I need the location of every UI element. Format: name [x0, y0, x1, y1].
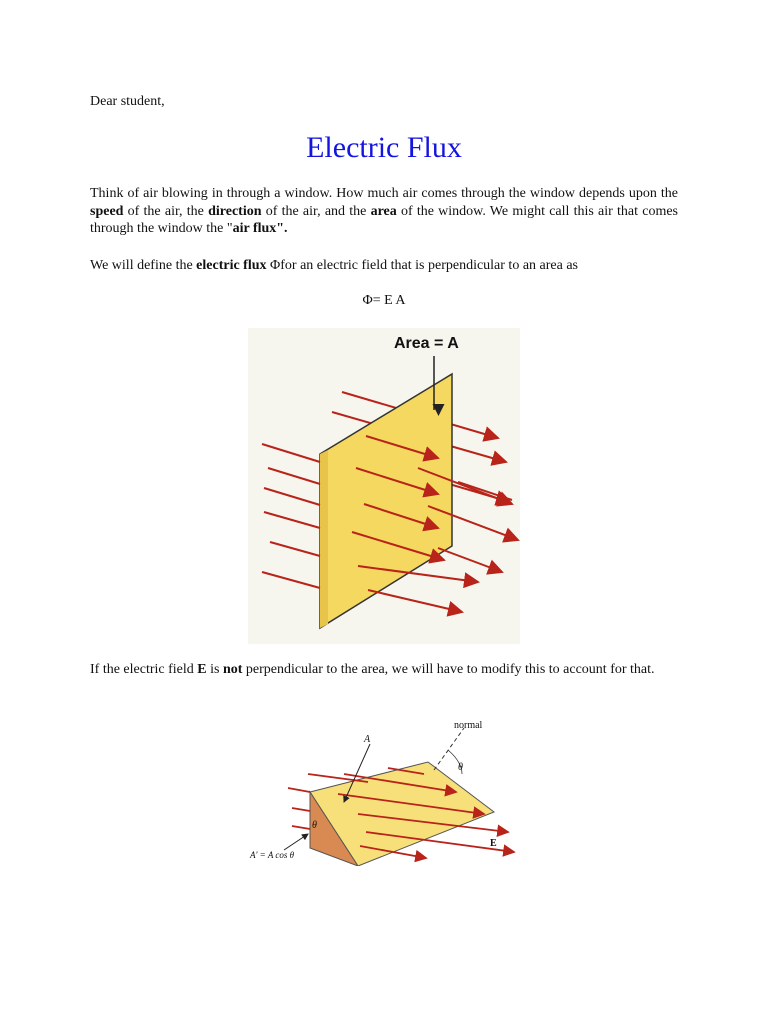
text: for an electric field that is perpendicu…	[280, 258, 579, 273]
figure-tilted-flux: normal A θ θ E A' = A cos θ	[249, 720, 516, 866]
normal-line	[433, 727, 465, 771]
field-label: E	[490, 838, 497, 849]
text: perpendicular to the area, we will have …	[242, 662, 655, 677]
bold-speed: speed	[90, 203, 124, 219]
salutation: Dear student,	[90, 94, 165, 109]
phi-symbol: Φ	[270, 258, 281, 273]
page-title: Electric Flux	[306, 131, 462, 164]
non-perpendicular-paragraph: If the electric field E is not perpendic…	[90, 661, 678, 679]
normal-label: normal	[454, 720, 483, 731]
text: of the window. We might call this air th…	[90, 203, 679, 237]
intro-paragraph: Think of air blowing in through a window…	[90, 185, 678, 238]
field-lines-front	[261, 435, 520, 617]
projection-triangle	[309, 790, 359, 866]
theta-side-label: θ	[312, 820, 317, 831]
bold-direction: direction	[208, 203, 262, 219]
theta-arc-top	[447, 749, 463, 775]
projection-pointer	[283, 833, 309, 851]
area-label: Area = A	[394, 335, 459, 352]
area-label: A	[363, 734, 371, 745]
text: of the air, the	[123, 203, 209, 219]
definition-paragraph: We will define the electric flux Φfor an…	[90, 257, 678, 275]
figure-perpendicular-flux: Area = A	[248, 328, 520, 644]
text: We will define the	[90, 258, 197, 273]
theta-top-label: θ	[458, 762, 463, 773]
text: of the air, and the	[261, 203, 371, 219]
text: Think of air blowing in through a window…	[90, 186, 678, 201]
field-lines	[287, 767, 516, 863]
area-pointer	[343, 743, 371, 803]
text: If the electric field	[90, 662, 198, 677]
flux-formula: Φ= E A	[362, 293, 406, 308]
plate-edge	[320, 450, 328, 628]
projection-label: A' = A cos θ	[249, 850, 295, 860]
bold-electric-flux: electric flux	[196, 258, 267, 273]
bold-area: area	[370, 203, 397, 219]
bold-not: not	[222, 662, 243, 677]
bold-e: E	[197, 662, 207, 677]
bold-air-flux: air flux".	[232, 221, 288, 236]
text: is	[206, 662, 223, 677]
